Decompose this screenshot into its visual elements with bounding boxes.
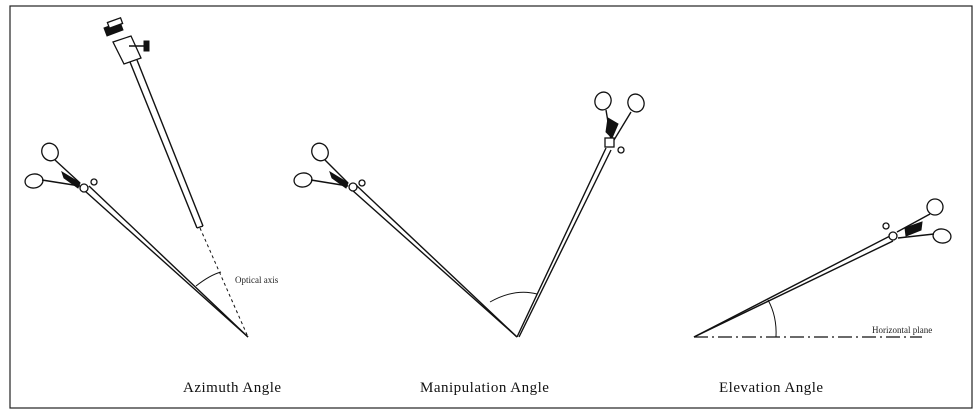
elevation-panel (693, 198, 952, 338)
elevation-angle-arc (767, 299, 777, 338)
elevation-caption: Elevation Angle (719, 380, 824, 396)
azimuth-panel (24, 16, 249, 338)
optical-axis-label: Optical axis (235, 275, 279, 285)
manipulation-caption: Manipulation Angle (420, 380, 549, 396)
azimuth-angle-arc (195, 271, 222, 287)
forceps-right-3 (693, 198, 952, 338)
forceps-left (24, 142, 249, 338)
horizontal-plane-label: Horizontal plane (872, 325, 932, 335)
optical-axis-line (199, 227, 249, 338)
forceps-right-2 (516, 91, 645, 338)
manipulation-panel (293, 91, 645, 338)
azimuth-caption: Azimuth Angle (183, 380, 282, 396)
manipulation-angle-arc (489, 291, 538, 303)
figure-border (9, 5, 973, 409)
forceps-left-2 (293, 142, 518, 338)
endoscope (103, 16, 204, 229)
